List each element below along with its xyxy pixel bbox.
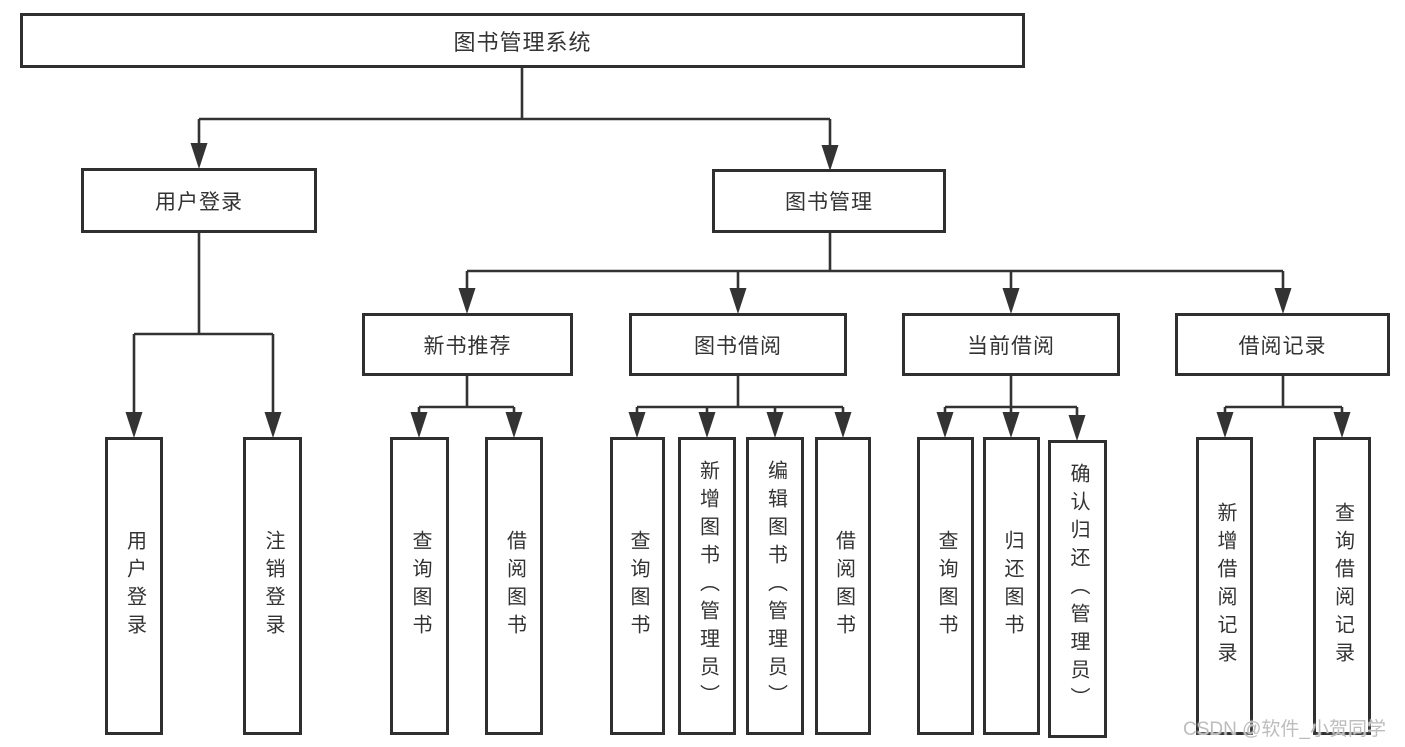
node-user-login-branch: 用户登录 xyxy=(81,168,317,233)
arrowhead-add-borrow-record xyxy=(1216,412,1234,438)
node-book-management: 图书管理 xyxy=(712,169,946,233)
node-label: 图书管理 xyxy=(785,191,873,214)
node-label: 查询借阅记录 xyxy=(1331,502,1354,670)
node-label: 新增借阅记录 xyxy=(1214,502,1236,670)
node-label: 用户登录 xyxy=(155,190,243,214)
connector-book-management-split xyxy=(465,233,1285,290)
node-leaf-logout: 注销登录 xyxy=(243,437,302,735)
arrowhead-new-book-recommend xyxy=(458,288,476,314)
arrowhead-current-borrowing xyxy=(1002,288,1020,314)
node-label: 确认归还（管理员） xyxy=(1067,463,1089,715)
node-current-borrowing: 当前借阅 xyxy=(902,313,1120,376)
node-leaf-borrow-book-1: 借阅图书 xyxy=(485,437,543,735)
arrowhead-leaf-login xyxy=(125,412,143,438)
node-label: 新增图书（管理员） xyxy=(696,460,719,712)
arrowhead-return-book xyxy=(1002,412,1020,438)
arrowhead-add-book xyxy=(698,412,716,438)
node-borrow-records: 借阅记录 xyxy=(1175,313,1390,376)
node-leaf-confirm-return-admin: 确认归还（管理员） xyxy=(1048,440,1107,738)
node-label: 图书借阅 xyxy=(694,334,782,358)
node-library-management-system: 图书管理系统 xyxy=(20,13,1025,68)
node-leaf-user-login: 用户登录 xyxy=(105,437,163,735)
arrowhead-book-borrowing xyxy=(729,288,747,314)
arrowhead-borrow-records xyxy=(1274,288,1292,314)
node-leaf-return-book: 归还图书 xyxy=(983,437,1040,735)
node-leaf-borrow-book-2: 借阅图书 xyxy=(815,437,871,735)
arrowhead-book-management xyxy=(821,145,839,171)
arrowhead-confirm-return xyxy=(1068,415,1086,441)
node-leaf-query-borrow-record: 查询借阅记录 xyxy=(1313,437,1371,735)
arrowhead-edit-book xyxy=(766,412,784,438)
arrowhead-leaf-logout xyxy=(264,412,282,438)
node-leaf-edit-book-admin: 编辑图书（管理员） xyxy=(746,437,804,735)
arrowhead-query-book-2 xyxy=(628,412,646,438)
arrowhead-user-login xyxy=(190,143,208,169)
node-label: 新书推荐 xyxy=(423,334,512,358)
node-leaf-add-book-admin: 新增图书（管理员） xyxy=(678,437,736,735)
node-book-borrowing: 图书借阅 xyxy=(629,313,847,376)
node-label: 查询图书 xyxy=(409,530,431,642)
node-leaf-add-borrow-record: 新增借阅记录 xyxy=(1196,437,1253,735)
node-leaf-query-book-2: 查询图书 xyxy=(610,437,665,735)
arrowhead-borrow-book-2 xyxy=(834,412,852,438)
arrowhead-query-borrow-record xyxy=(1333,412,1351,438)
node-label: 借阅记录 xyxy=(1238,334,1327,358)
node-label: 编辑图书（管理员） xyxy=(764,460,787,712)
node-label: 借阅图书 xyxy=(832,530,855,642)
connector-user-login-split xyxy=(132,233,275,414)
node-label: 查询图书 xyxy=(627,530,649,642)
node-label: 借阅图书 xyxy=(503,530,526,642)
arrowhead-query-book-1 xyxy=(410,412,428,438)
csdn-watermark: CSDN @软件_小贺同学 xyxy=(1183,719,1386,740)
node-label: 图书管理系统 xyxy=(453,29,592,55)
node-leaf-query-book-3: 查询图书 xyxy=(917,437,974,735)
node-label: 归还图书 xyxy=(1001,530,1023,642)
node-label: 查询图书 xyxy=(935,530,957,642)
arrowhead-query-book-3 xyxy=(936,412,954,438)
node-label: 用户登录 xyxy=(123,530,146,642)
connector-root-split xyxy=(197,68,832,147)
node-leaf-query-book-1: 查询图书 xyxy=(390,437,449,735)
arrowhead-borrow-book-1 xyxy=(505,412,523,438)
node-label: 当前借阅 xyxy=(967,334,1055,358)
connector-borrow-records-split xyxy=(1223,376,1344,414)
connector-current-borrowing-split xyxy=(943,376,1079,417)
connector-book-borrowing-split xyxy=(635,376,845,414)
connector-new-book-split xyxy=(417,376,516,414)
node-new-book-recommend: 新书推荐 xyxy=(362,313,573,376)
node-label: 注销登录 xyxy=(262,530,284,642)
